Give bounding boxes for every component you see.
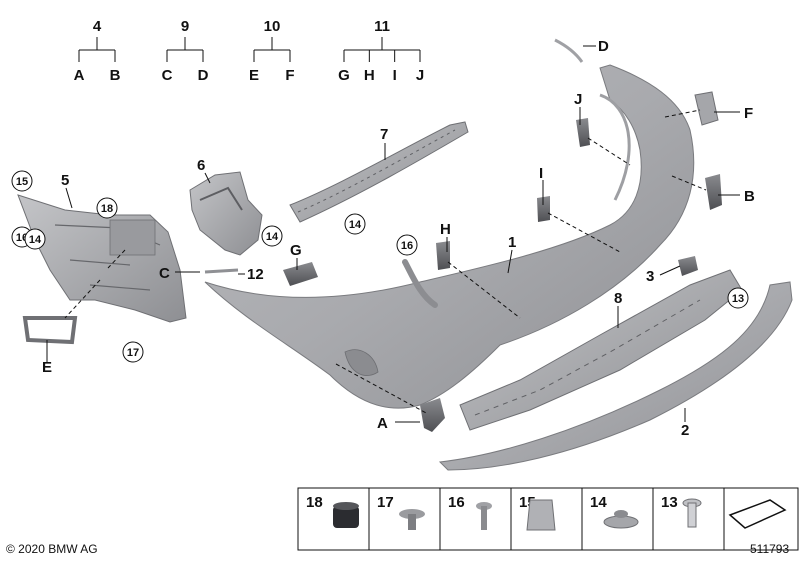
tray-item-number: 14 bbox=[590, 494, 607, 511]
tree-child-label: G bbox=[338, 67, 350, 84]
screw-icon bbox=[476, 502, 492, 530]
part-h-clip[interactable] bbox=[436, 241, 450, 270]
label-b: B bbox=[744, 188, 755, 205]
tree-group-10: 10E F bbox=[249, 18, 295, 84]
tree-child-label: A bbox=[74, 67, 85, 84]
label-h: H bbox=[440, 221, 451, 238]
svg-text:14: 14 bbox=[349, 219, 362, 231]
label-2: 2 bbox=[681, 422, 689, 439]
expanding-rivet-icon bbox=[399, 509, 425, 530]
part-j-clip[interactable] bbox=[576, 118, 590, 147]
circle-label-18: 18 bbox=[96, 197, 118, 219]
tree-parent-label: 4 bbox=[93, 18, 102, 35]
spring-nut-icon bbox=[526, 499, 556, 531]
plastic-rivet-icon bbox=[682, 498, 702, 528]
copyright-text: © 2020 BMW AG bbox=[6, 542, 98, 556]
part-labels: D F B J I H G C E A 1 2 3 5 6 7 8 12 bbox=[42, 38, 755, 439]
tree-child-label: D bbox=[198, 67, 209, 84]
rear-diffuser[interactable] bbox=[438, 281, 793, 471]
label-8: 8 bbox=[614, 290, 622, 307]
label-f: F bbox=[744, 105, 753, 122]
tree-child-label: B bbox=[110, 67, 121, 84]
left-guide-bracket[interactable] bbox=[17, 194, 187, 323]
tree-group-4: 4A B bbox=[74, 18, 121, 84]
circle-label-16b: 16 bbox=[396, 234, 418, 256]
circle-label-14c: 14 bbox=[344, 213, 366, 235]
tray-icons bbox=[333, 498, 787, 531]
svg-text:14: 14 bbox=[266, 231, 279, 243]
label-7: 7 bbox=[380, 126, 388, 143]
svg-text:13: 13 bbox=[732, 293, 744, 305]
circle-label-13: 13 bbox=[727, 287, 749, 309]
tree-child-label: J bbox=[416, 67, 424, 84]
label-5: 5 bbox=[61, 172, 69, 189]
tree-child-label: I bbox=[393, 67, 397, 84]
part-i-clip[interactable] bbox=[537, 196, 550, 222]
side-bracket[interactable] bbox=[189, 171, 263, 256]
frame-part-e[interactable] bbox=[22, 316, 78, 345]
part-a-grille[interactable] bbox=[420, 398, 445, 432]
label-d: D bbox=[598, 38, 609, 55]
tree-child-label: C bbox=[162, 67, 173, 84]
circle-label-14b: 14 bbox=[261, 225, 283, 247]
tree-child-label: H bbox=[364, 67, 375, 84]
tray-item-number: 17 bbox=[377, 494, 394, 511]
arrow-symbol-icon bbox=[728, 499, 787, 529]
tree-parent-label: 11 bbox=[374, 18, 390, 35]
bumper-cover[interactable] bbox=[204, 64, 695, 409]
circle-label-14a: 14 bbox=[24, 228, 46, 250]
label-1: 1 bbox=[508, 234, 516, 251]
label-a: A bbox=[377, 415, 388, 432]
part-f-mount[interactable] bbox=[694, 91, 719, 126]
label-i: I bbox=[539, 165, 543, 182]
dashed-assembly-lines bbox=[64, 109, 707, 415]
part-g-clip[interactable] bbox=[283, 262, 318, 286]
flange-nut-icon bbox=[603, 510, 639, 529]
svg-text:15: 15 bbox=[16, 176, 28, 188]
leader-lines bbox=[46, 45, 740, 423]
tray-item-number: 16 bbox=[448, 494, 465, 511]
label-e: E bbox=[42, 359, 52, 376]
svg-text:16: 16 bbox=[401, 240, 413, 252]
svg-text:17: 17 bbox=[127, 347, 139, 359]
circled-labels: 15 16 18 14 14 14 16 17 13 bbox=[11, 170, 749, 363]
circle-label-17: 17 bbox=[122, 341, 144, 363]
tray-item-number: 18 bbox=[306, 494, 323, 511]
label-3: 3 bbox=[646, 268, 654, 285]
tree-child-label: F bbox=[285, 67, 294, 84]
tree-group-9: 9C D bbox=[162, 18, 209, 84]
svg-text:14: 14 bbox=[29, 234, 42, 246]
circle-label-15: 15 bbox=[11, 170, 33, 192]
part-12-strip[interactable] bbox=[204, 268, 239, 274]
svg-text:18: 18 bbox=[101, 203, 113, 215]
rubber-buffer-icon bbox=[333, 502, 359, 528]
part-b-clip[interactable] bbox=[705, 174, 722, 210]
label-12: 12 bbox=[247, 266, 264, 283]
part-3-clip[interactable] bbox=[678, 256, 698, 276]
reinforcement-strip[interactable] bbox=[289, 121, 469, 223]
tree-parent-label: 10 bbox=[264, 18, 281, 35]
tray-item-number: 13 bbox=[661, 494, 678, 511]
tree-parent-label: 9 bbox=[181, 18, 189, 35]
label-6: 6 bbox=[197, 157, 205, 174]
diagram-number: 511793 bbox=[750, 542, 789, 556]
label-j: J bbox=[574, 91, 582, 108]
part-d-strip[interactable] bbox=[554, 38, 584, 63]
label-c: C bbox=[159, 265, 170, 282]
tree-child-label: E bbox=[249, 67, 259, 84]
label-g: G bbox=[290, 242, 302, 259]
